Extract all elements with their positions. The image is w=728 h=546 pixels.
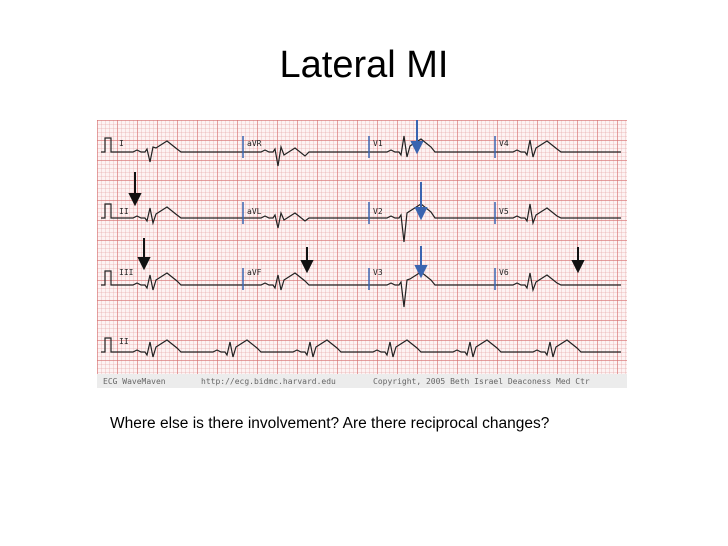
lead-label-V1: V1 xyxy=(373,139,383,148)
lead-trace xyxy=(369,135,495,158)
lead-trace xyxy=(243,272,369,291)
ecg-strip: I aVR V1 V4 II aVL V2 V5 III aVF V3 V6 I… xyxy=(97,120,627,388)
lead-label-V3: V3 xyxy=(373,268,383,277)
calibration-pulse xyxy=(101,270,115,286)
rhythm-strip-trace xyxy=(115,339,621,358)
slide-question: Where else is there involvement? Are the… xyxy=(110,415,550,432)
calibration-pulse xyxy=(101,203,115,219)
ecg-footer-copyright: Copyright, 2005 Beth Israel Deaconess Me… xyxy=(373,377,590,386)
lead-trace xyxy=(495,203,621,226)
lead-trace xyxy=(243,144,369,167)
blue-arrow-icon xyxy=(414,182,428,221)
lead-trace xyxy=(369,271,495,308)
black-arrow-icon xyxy=(137,238,151,271)
lead-label-aVR: aVR xyxy=(247,139,262,148)
calibration-pulse xyxy=(101,137,115,153)
black-arrow-icon xyxy=(128,172,142,207)
lead-label-aVL: aVL xyxy=(247,207,262,216)
calibration-pulse xyxy=(101,337,115,353)
ecg-footer-url: http://ecg.bidmc.harvard.edu xyxy=(201,377,336,386)
lead-label-V4: V4 xyxy=(499,139,509,148)
lead-separators xyxy=(242,136,496,290)
lead-trace xyxy=(115,206,243,226)
lead-trace xyxy=(369,203,495,243)
black-arrow-icon xyxy=(300,247,314,274)
blue-arrow-icon xyxy=(414,246,428,279)
slide-title: Lateral MI xyxy=(279,44,449,86)
lead-label-II: II xyxy=(119,207,129,216)
lead-label-III: III xyxy=(119,268,134,277)
lead-label-I: I xyxy=(119,139,124,148)
lead-trace xyxy=(115,140,243,163)
lead-label-V5: V5 xyxy=(499,207,509,216)
lead-trace xyxy=(495,139,621,158)
lead-label-V2: V2 xyxy=(373,207,383,216)
lead-trace xyxy=(243,210,369,229)
blue-arrow-icon xyxy=(410,120,424,155)
ecg-footer-bar xyxy=(97,374,627,388)
ecg-footer-source: ECG WaveMaven xyxy=(103,377,166,386)
lead-trace xyxy=(115,272,243,291)
lead-label-aVF: aVF xyxy=(247,268,262,277)
black-arrow-icon xyxy=(571,247,585,274)
lead-label-rhythm-II: II xyxy=(119,337,129,346)
ecg-tracing: I aVR V1 V4 II aVL V2 V5 III aVF V3 V6 I… xyxy=(97,120,627,388)
lead-label-V6: V6 xyxy=(499,268,509,277)
lead-trace xyxy=(495,272,621,293)
